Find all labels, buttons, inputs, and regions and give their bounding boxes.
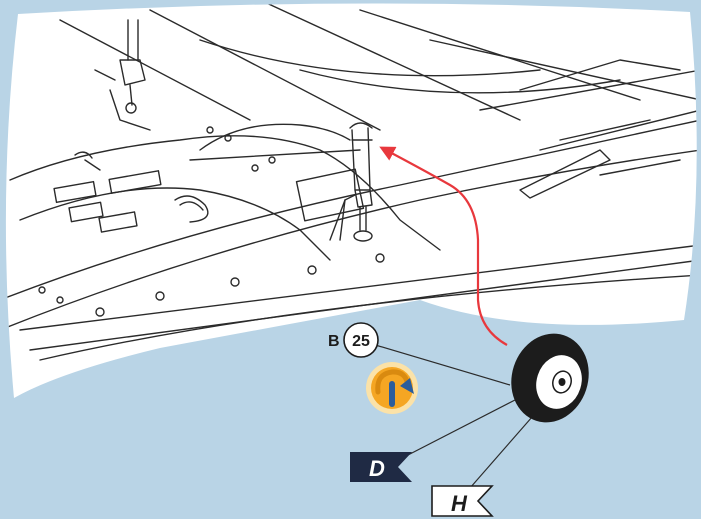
sprue-letter: B — [328, 333, 340, 350]
part-number-circle — [343, 322, 379, 358]
assembly-arrow — [379, 146, 508, 346]
part-callout: B 25 — [328, 322, 379, 358]
paint-flag-d: D — [350, 452, 412, 482]
rotate-arrow-icon — [366, 362, 418, 414]
paint-flag-h: H — [431, 485, 494, 517]
wheel-part — [511, 333, 589, 423]
part-number: 25 — [352, 333, 370, 350]
paint-flag-h-label: H — [451, 491, 468, 516]
paint-flag-d-label: D — [369, 456, 385, 481]
wing-underside-drawing — [5, 3, 697, 361]
